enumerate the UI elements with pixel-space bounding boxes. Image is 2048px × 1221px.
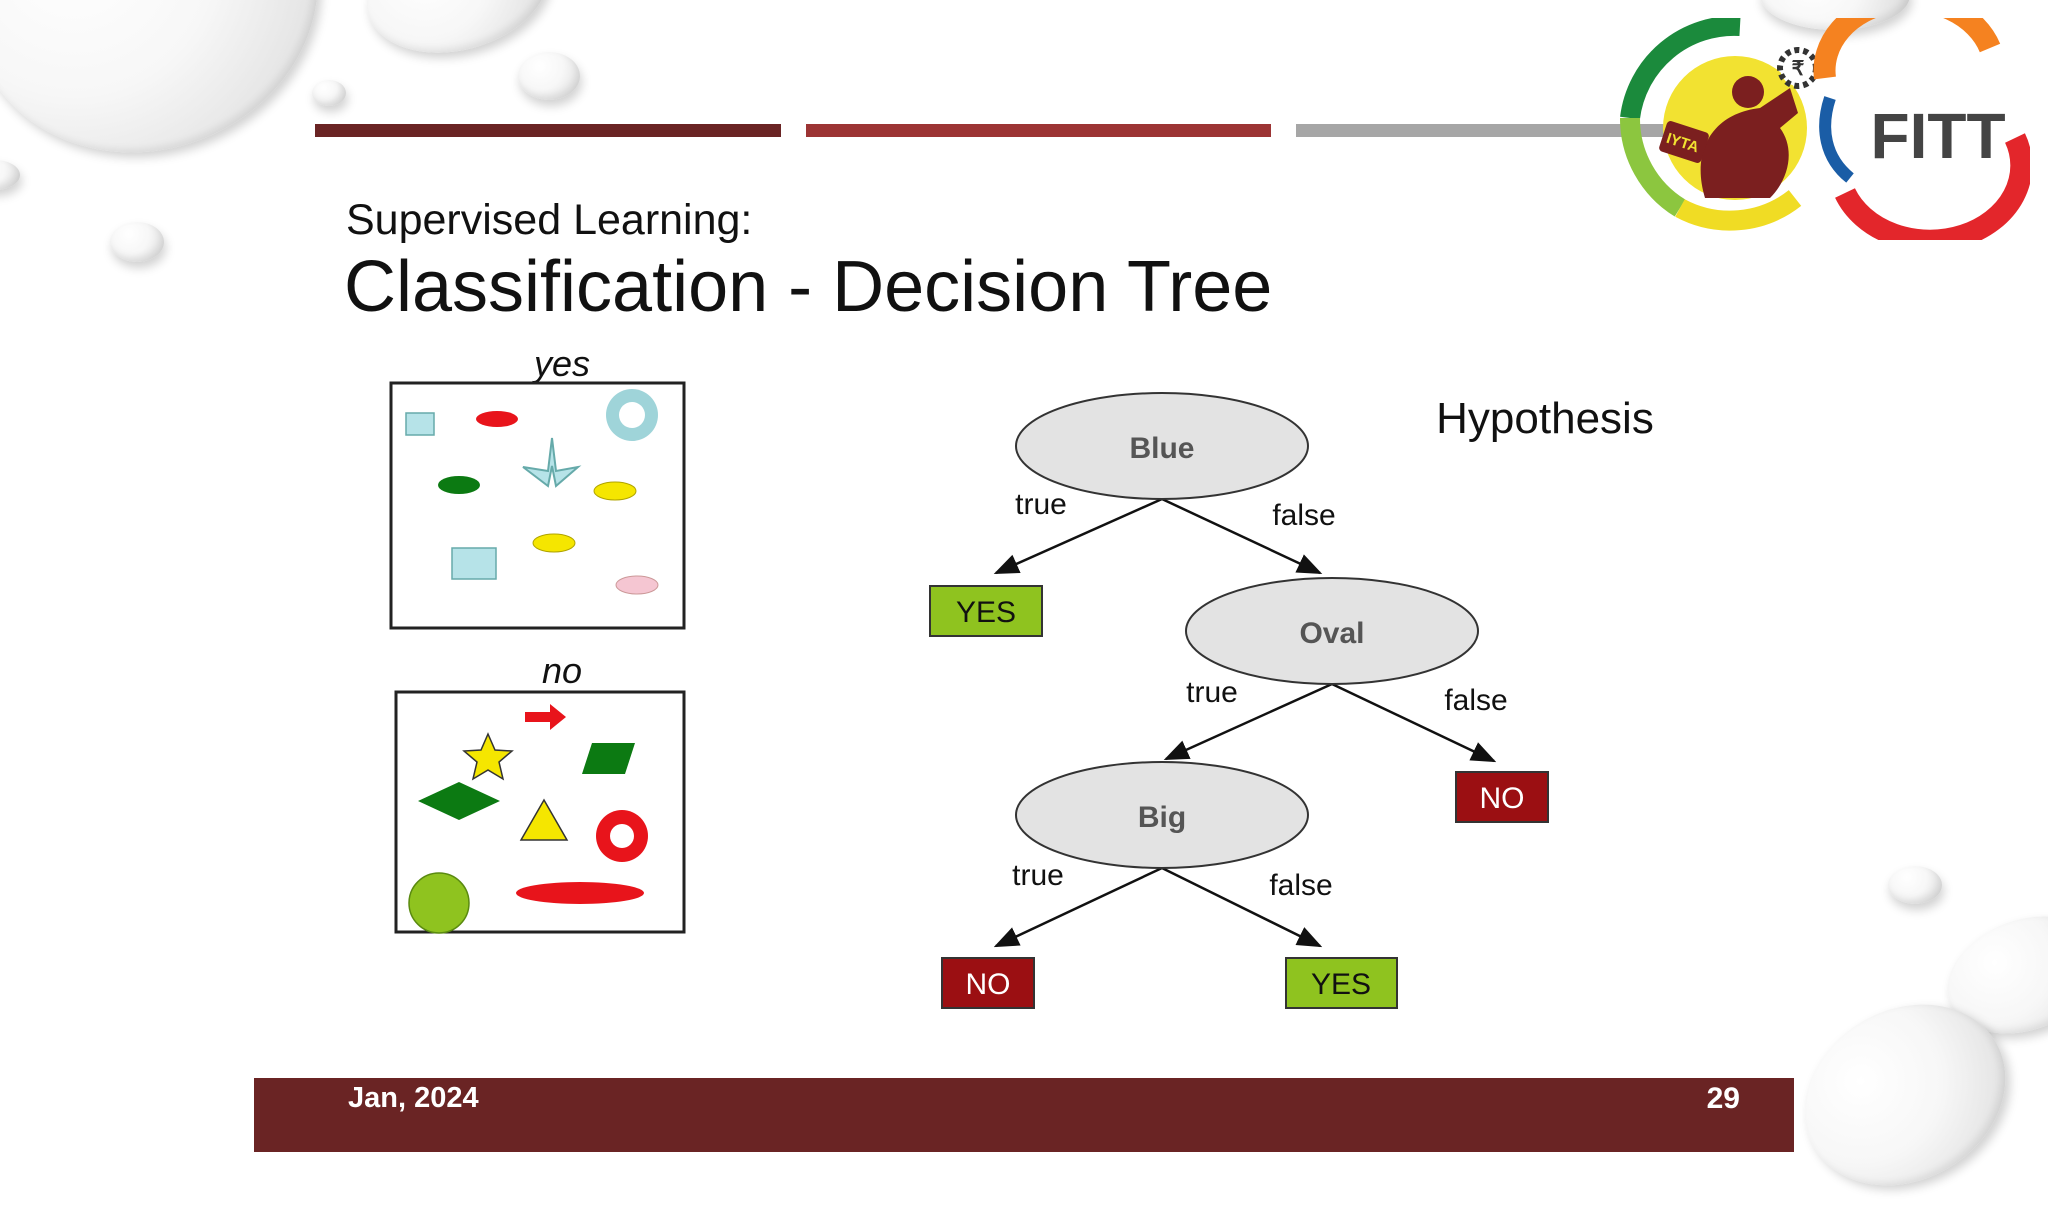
leaf-no: NO (941, 957, 1035, 1009)
water-drop-decoration (0, 160, 20, 190)
leaf-yes: YES (929, 585, 1043, 637)
iyta-emblem-icon: IYTA ₹ (1620, 18, 1819, 231)
edge-blue-false (1161, 497, 1323, 575)
header-bar-red (806, 124, 1271, 137)
red-arrow-shape (525, 704, 566, 730)
green-circle-shape (408, 872, 470, 934)
water-drop-decoration (110, 222, 164, 262)
water-drop-decoration (518, 52, 580, 100)
water-drop-decoration (1888, 866, 1942, 904)
edge-big-true (993, 866, 1163, 948)
node-blue-label: Blue (1129, 432, 1194, 465)
no-examples-box (394, 690, 686, 934)
leaf-yes: YES (1285, 957, 1398, 1009)
yes-examples-box (389, 381, 686, 630)
yellow-star-shape (462, 732, 514, 781)
edge-oval-true (1163, 682, 1333, 761)
green-parallelogram-shape (582, 743, 635, 774)
edge-label-false: false (1269, 869, 1332, 902)
fitt-wordmark: FITT (1813, 18, 2030, 240)
logo-text: FITT (1870, 100, 2005, 172)
footer-bar (254, 1078, 1794, 1152)
tree-edges (993, 497, 1497, 948)
yellow-oval-shape (532, 533, 576, 553)
edge-label-false: false (1272, 499, 1335, 532)
slide-subtitle: Supervised Learning: (346, 196, 753, 244)
edge-label-true: true (1012, 859, 1064, 892)
leaf-yes-label: YES (956, 596, 1016, 629)
water-drop-decoration (312, 80, 346, 106)
hypothesis-label: Hypothesis (1436, 394, 1654, 443)
pink-oval-shape (615, 575, 659, 595)
node-blue: Blue (1015, 392, 1309, 500)
leaf-no-label: NO (966, 968, 1011, 1001)
decision-tree-diagram: Hypothesis true false true false true fa… (929, 392, 1654, 1009)
yellow-oval-shape (593, 481, 637, 501)
light-blue-square-shape (451, 547, 497, 580)
node-oval-label: Oval (1299, 617, 1364, 650)
leaf-no: NO (1455, 771, 1549, 823)
header-bar-dark (315, 124, 781, 137)
green-diamond-shape (418, 782, 500, 820)
footer-date: Jan, 2024 (348, 1082, 479, 1114)
edge-label-true: true (1186, 676, 1238, 709)
edge-label-false: false (1444, 684, 1507, 717)
slide-number: 29 (1706, 1082, 1740, 1115)
header-bar-gray (1296, 124, 1676, 137)
red-long-oval-shape (516, 882, 644, 904)
leaf-yes-label: YES (1311, 968, 1371, 1001)
blue-star-shape (522, 437, 582, 488)
node-big-label: Big (1138, 801, 1186, 834)
yellow-triangle-shape (519, 798, 569, 841)
fitt-logo: IYTA ₹ FITT (1620, 18, 2030, 240)
edge-oval-false (1331, 682, 1497, 763)
water-drop-decoration (0, 0, 363, 201)
yes-examples-label: yes (531, 343, 590, 384)
node-big: Big (1015, 761, 1309, 869)
node-oval: Oval (1185, 577, 1479, 685)
no-examples-label: no (542, 650, 582, 691)
light-blue-square-shape (405, 412, 435, 436)
green-oval-shape (438, 476, 480, 494)
leaf-no-label: NO (1480, 782, 1525, 815)
edge-big-false (1161, 866, 1323, 948)
red-oval-shape (476, 411, 518, 427)
edge-blue-true (993, 497, 1163, 575)
examples-panel: yes no (389, 343, 686, 934)
edge-label-true: true (1015, 488, 1067, 521)
logo-gear-symbol: ₹ (1792, 58, 1805, 80)
slide-title: Classification - Decision Tree (344, 247, 1273, 327)
